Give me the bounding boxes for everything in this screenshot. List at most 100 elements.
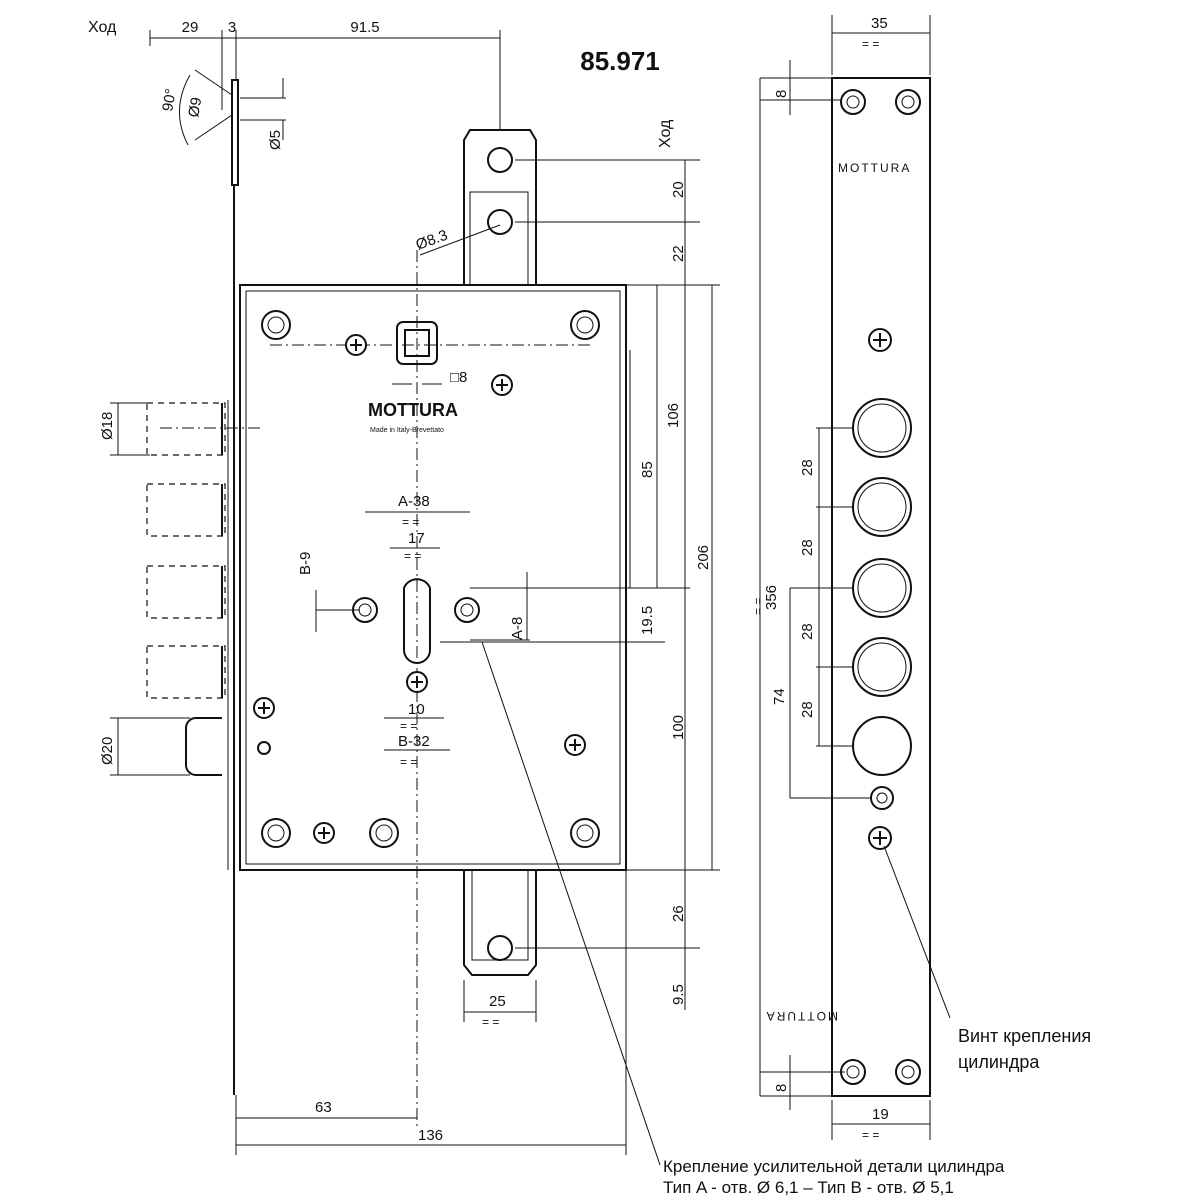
- dim-9-5: 9.5: [670, 984, 687, 1005]
- hole-inner: [876, 792, 888, 804]
- square-8: □8: [450, 369, 467, 386]
- dim-19-5: 19.5: [639, 606, 656, 635]
- bottom-note-line1: Крепление усилительной детали цилиндра: [663, 1157, 1005, 1176]
- dia-18: Ø18: [99, 412, 116, 440]
- dim-74: 74: [771, 688, 788, 705]
- stroke-label-right: Ход: [657, 119, 674, 148]
- angle-leg: [194, 69, 233, 96]
- plus-screw-cross: [873, 333, 887, 347]
- cylinder-profile-slot: [403, 578, 431, 664]
- spindle-outer: [396, 321, 438, 365]
- equal-marks: = =: [482, 1015, 499, 1029]
- hole-inner: [846, 95, 860, 109]
- dim-25: 25: [489, 993, 506, 1010]
- dia-20: Ø20: [99, 737, 116, 765]
- leader-line: [419, 224, 501, 256]
- dim-35: 35: [871, 15, 888, 32]
- side-bolts: Ø18 Ø20: [99, 402, 262, 776]
- plus-screw-cross: [411, 676, 423, 688]
- case-rivets: [261, 310, 600, 848]
- dia-5: Ø5: [267, 130, 284, 150]
- case-outline: [239, 284, 627, 871]
- dim-85: 85: [639, 461, 656, 478]
- case-inner-outline: [245, 290, 621, 865]
- equal-marks: = =: [400, 755, 417, 769]
- spindle-square: □8: [392, 321, 467, 386]
- dim-8-bottom: 8: [773, 1084, 790, 1092]
- dim-22: 22: [670, 245, 687, 262]
- faceplate-screw-hole: [895, 1059, 921, 1085]
- bottom-dimensions: 63 136: [235, 870, 627, 1155]
- dim-10: 10: [408, 701, 425, 718]
- rivet-bottom-right: [570, 818, 600, 848]
- equal-marks: = =: [400, 719, 417, 733]
- bolt-opening-3: [852, 558, 912, 618]
- plus-screw-cross: [496, 379, 508, 391]
- screw-callout-line2: цилиндра: [958, 1052, 1040, 1072]
- plus-screw-cross: [318, 827, 330, 839]
- screw-leader-line: [883, 845, 951, 1019]
- equal-marks: = =: [862, 1128, 879, 1142]
- latch-opening: [852, 716, 912, 776]
- faceplate-bolt-openings: [852, 398, 912, 776]
- dim-26: 26: [670, 905, 687, 922]
- made-in-label: Made in Italy-Brevettato: [370, 427, 444, 434]
- screw-callout-line1: Винт крепления: [958, 1026, 1091, 1046]
- dim-3: 3: [228, 19, 236, 36]
- bolt-opening-inner: [857, 403, 907, 453]
- dim-28-2: 28: [799, 539, 816, 556]
- bottom-note-line2: Тип A - отв. Ø 6,1 – Тип B - отв. Ø 5,1: [663, 1178, 954, 1197]
- top-bolt-tab: Ø8.3: [414, 129, 537, 286]
- dim-28-3: 28: [799, 623, 816, 640]
- dim-19: 19: [872, 1106, 889, 1123]
- dia-8-3: Ø8.3: [414, 227, 450, 254]
- stroke-label-top: Ход: [88, 19, 117, 36]
- equal-marks: = =: [402, 515, 419, 529]
- hole-inner: [846, 1065, 860, 1079]
- faceplate-brand-bottom: MOTTURA: [765, 1009, 838, 1023]
- faceplate-brand-top: MOTTURA: [838, 161, 911, 175]
- equal-marks: = =: [751, 598, 765, 615]
- dim-20: 20: [670, 181, 687, 198]
- bolt-opening-inner: [857, 482, 907, 532]
- cylinder-fixing-hole-b: [454, 597, 480, 623]
- bottom-tab-hole: [487, 935, 513, 961]
- rivet-inner: [576, 316, 594, 334]
- equal-marks: = =: [404, 549, 421, 563]
- dim-91-5: 91.5: [350, 19, 379, 36]
- top-tab-hole-upper: [487, 147, 513, 173]
- deadbolt-4: [146, 645, 226, 699]
- dim-29: 29: [182, 19, 199, 36]
- dim-356: 356: [763, 585, 780, 610]
- dim-b9: B-9: [297, 552, 314, 575]
- deadbolt-2: [146, 483, 226, 537]
- brand-logo: MOTTURA: [368, 400, 458, 420]
- bolt-opening-4: [852, 637, 912, 697]
- model-number: 85.971: [580, 46, 660, 76]
- rivet-inner: [267, 316, 285, 334]
- faceplate-screw-hole: [895, 89, 921, 115]
- spindle-inner: [404, 329, 430, 357]
- angle-leg: [194, 114, 233, 141]
- hole-inner: [901, 95, 915, 109]
- rivet-bottom-left: [261, 818, 291, 848]
- hole-inner: [460, 603, 474, 617]
- top-tab-hole-lower: [487, 209, 513, 235]
- rivet-inner: [576, 824, 594, 842]
- small-hole: [257, 741, 271, 755]
- rivet-top-left: [261, 310, 291, 340]
- plus-screw-cross: [350, 339, 362, 351]
- hole-inner: [901, 1065, 915, 1079]
- plus-screw-cross: [569, 739, 581, 751]
- latch-detail: 90° Ø9 Ø5: [159, 69, 286, 186]
- bolt-opening-1: [852, 398, 912, 458]
- bottom-tab-outline: [463, 869, 537, 976]
- deadbolt-3: [146, 565, 226, 619]
- case-screws: [253, 334, 586, 844]
- deadbolt-1: [146, 402, 226, 456]
- cylinder-cutout: A-38 = = 17 = = B-9 A-8 10 = = B-32 = =: [297, 493, 661, 1166]
- dim-63: 63: [315, 1099, 332, 1116]
- bolt-opening-inner: [857, 563, 907, 613]
- dim-136: 136: [418, 1127, 443, 1144]
- top-dimension-row: Ход 29 3 91.5: [88, 19, 501, 130]
